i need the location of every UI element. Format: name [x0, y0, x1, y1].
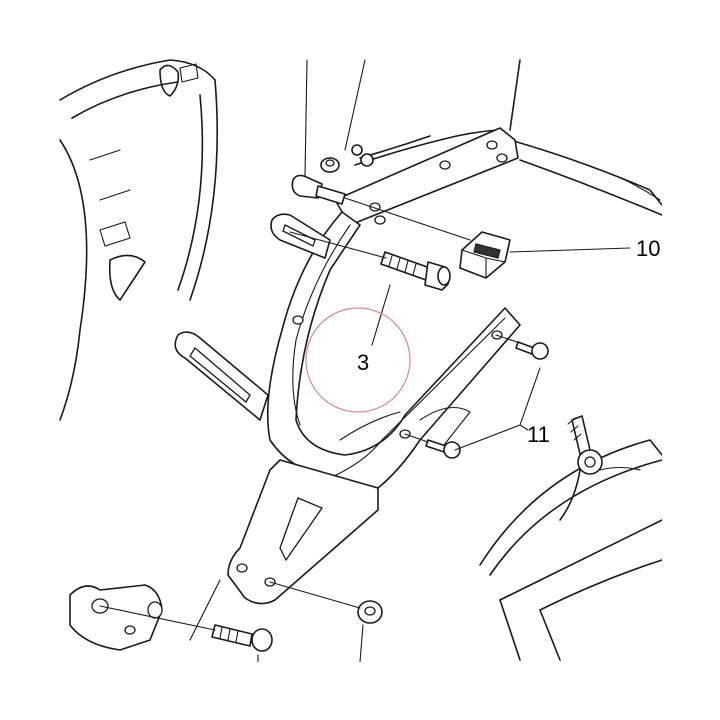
- left-mount-arms: [174, 213, 331, 421]
- callout-3-highlight-circle: [305, 307, 411, 413]
- callout-10-label: 10: [636, 236, 660, 261]
- rubber-block-part-10: [459, 231, 511, 279]
- tail-section-lines: [509, 59, 663, 216]
- tail-light-housing: [479, 439, 663, 661]
- crop-mask-bottom: [0, 662, 720, 720]
- lower-plate: [227, 406, 471, 605]
- callout-leaders: [189, 247, 631, 663]
- wire-harness: [351, 129, 499, 167]
- left-fairing-panel: [59, 59, 218, 421]
- callout-11-label: 11: [527, 422, 550, 447]
- key-icon: [559, 415, 603, 521]
- crop-mask-right: [662, 0, 720, 720]
- bolt-part-3: [380, 251, 451, 291]
- lower-hardware: [69, 584, 383, 652]
- nut-top: [320, 157, 340, 173]
- main-frame: [266, 127, 521, 489]
- leader-lines-top: [304, 59, 366, 177]
- callout-3-label: 3: [357, 350, 369, 375]
- cap-bolt-top: [291, 174, 346, 205]
- screws-part-11: [425, 341, 549, 459]
- assembly-guide-lines: [99, 197, 521, 631]
